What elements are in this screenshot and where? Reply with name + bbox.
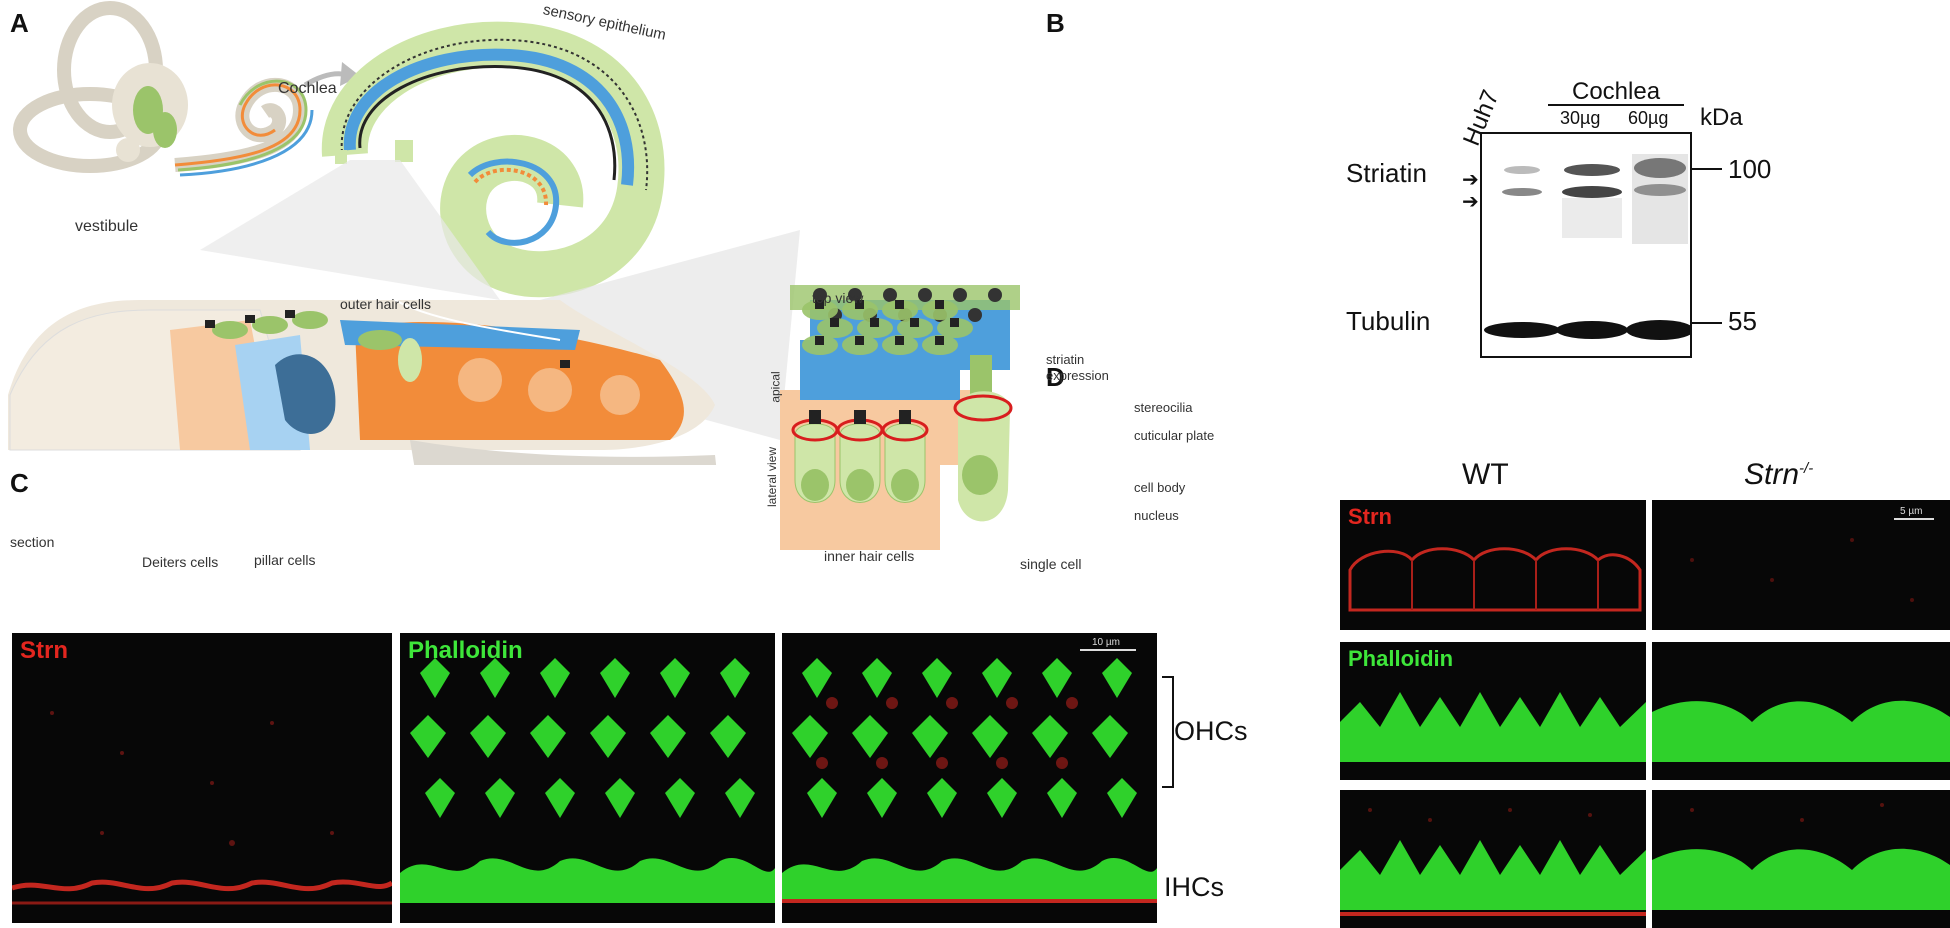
micrograph-d-wt-merge [1340,790,1646,928]
lane-label-30ug: 30µg [1560,108,1601,128]
channel-label-d-phalloidin: Phalloidin [1348,646,1454,671]
ohc-bracket [1162,676,1174,788]
hair-cell-detail-illustration [780,300,1013,550]
label-outer-hair-cells: outer hair cells [340,296,432,312]
scale-bar-c [1080,649,1136,651]
label-top-view: top view [812,290,864,306]
small-cochlea-spiral [174,77,314,177]
label-single-cell: single cell [1020,556,1082,572]
western-blot-membrane [1480,132,1694,358]
panel-label-b: B [1046,8,1065,38]
label-striatin-expression-2: expression [1046,368,1109,383]
kda-label: kDa [1700,104,1743,131]
lane-label-60ug: 60µg [1628,108,1669,128]
label-stereocilia: stereocilia [1134,400,1193,415]
label-striatin-expression-1: striatin [1046,352,1085,367]
label-apical: apical [768,371,783,403]
band-label-striatin: Striatin [1346,158,1427,188]
lane-group-cochlea: Cochlea [1572,78,1661,105]
scale-label-d: 5 µm [1900,506,1923,517]
label-cell-body: cell body [1134,480,1186,495]
band-arrow-lower: ➔ [1462,191,1479,213]
micrograph-c-phalloidin: Phalloidin [400,633,775,923]
mw-tick-55 [1692,322,1722,324]
micrograph-d-wt-phalloidin: Phalloidin [1340,642,1646,780]
label-inner-hair-cells: inner hair cells [824,548,915,564]
label-nucleus: nucleus [1134,508,1179,523]
inner-ear-illustration [13,1,188,173]
cochlea-cross-section [8,299,717,465]
strn-ko-base: Strn [1744,458,1800,491]
column-label-strn-ko: Strn-/- [1744,458,1813,492]
label-cochlea: Cochlea [278,80,337,97]
scale-bar-d [1894,518,1934,520]
channel-label-strn: Strn [20,637,68,664]
band-arrow-upper: ➔ [1462,169,1479,191]
mw-label-100: 100 [1728,154,1772,184]
micrograph-d-ko-phalloidin [1652,642,1950,780]
row-label-ohcs: OHCs [1174,716,1248,746]
channel-label-d-strn: Strn [1348,504,1392,529]
panel-label-a: A [10,8,29,38]
micrograph-d-ko-strn: 5 µm [1652,500,1950,630]
cochlea-group-line [1548,104,1684,106]
panel-label-c: C [10,468,29,498]
scale-label-c: 10 µm [1092,637,1120,648]
sensory-epithelium-spiral [321,21,665,298]
mw-tick-100 [1692,168,1722,170]
micrograph-d-ko-merge [1652,790,1950,928]
label-pillar-cells: pillar cells [254,552,316,568]
micrograph-c-strn: Strn [12,633,392,923]
band-label-tubulin: Tubulin [1346,306,1431,336]
channel-label-phalloidin: Phalloidin [408,637,523,664]
micrograph-c-merge: 10 µm [782,633,1157,923]
label-deiters-cells: Deiters cells [142,554,219,570]
row-label-ihcs: IHCs [1164,872,1224,902]
micrograph-d-wt-strn: Strn [1340,500,1646,630]
label-vestibule: vestibule [75,218,139,235]
mw-label-55: 55 [1728,306,1757,336]
label-cuticular-plate: cuticular plate [1134,428,1215,443]
panel-label-d: D [1046,362,1065,392]
strn-ko-superscript: -/- [1799,460,1814,477]
column-label-wt: WT [1462,458,1509,491]
label-lateral-view: lateral view [765,446,780,508]
label-section: section [10,534,55,550]
